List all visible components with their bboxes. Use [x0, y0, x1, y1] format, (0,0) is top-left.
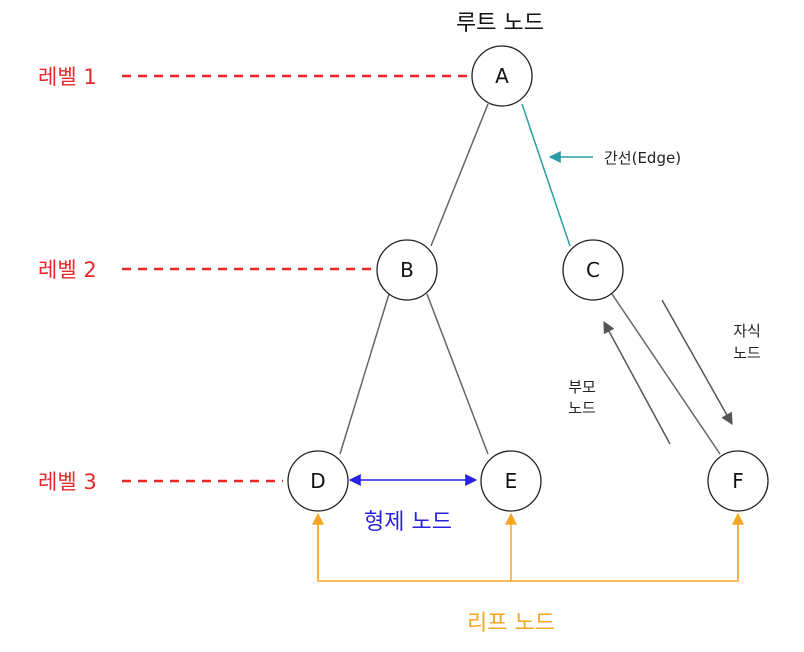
child-arrow — [661, 299, 733, 426]
node-a-label: A — [495, 64, 509, 88]
edge-label: 간선(Edge) — [604, 149, 681, 167]
edge-b-d — [339, 293, 390, 455]
sibling-label: 형제 노드 — [364, 510, 452, 535]
child-label-line1: 자식 — [733, 322, 761, 340]
node-e-label: E — [505, 469, 518, 493]
edge-a-c — [521, 103, 571, 247]
node-b-label: B — [400, 258, 414, 282]
parent-label-line2: 노드 — [568, 399, 596, 417]
level3-label: 레벨 3 — [38, 470, 97, 494]
leaf-label: 리프 노드 — [467, 611, 555, 636]
parent-label-line1: 부모 — [568, 378, 596, 396]
node-e[interactable]: E — [480, 450, 542, 512]
edge-b-e — [426, 293, 489, 455]
edge-c-f — [611, 293, 721, 455]
node-c-label: C — [586, 258, 600, 282]
edge-a-b — [430, 103, 489, 247]
level1-label: 레벨 1 — [38, 65, 97, 89]
node-b[interactable]: B — [376, 239, 438, 301]
child-label-line2: 노드 — [733, 344, 761, 362]
node-f-label: F — [732, 469, 744, 493]
level2-label: 레벨 2 — [38, 258, 97, 282]
parent-arrow — [603, 320, 671, 445]
root-node-label: 루트 노드 — [456, 11, 544, 36]
node-a[interactable]: A — [471, 45, 533, 107]
node-d[interactable]: D — [287, 450, 349, 512]
node-c[interactable]: C — [562, 239, 624, 301]
node-f[interactable]: F — [707, 450, 769, 512]
node-d-label: D — [310, 469, 325, 493]
